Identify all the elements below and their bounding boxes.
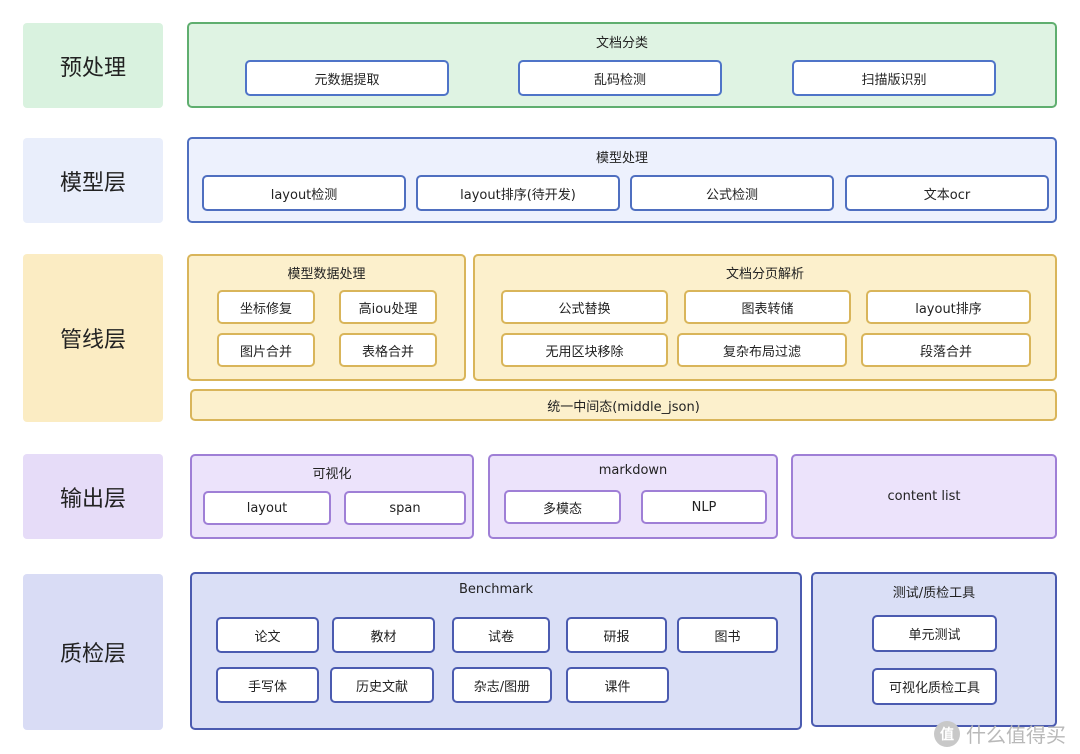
visualize-item: span (344, 491, 466, 525)
markdown-item: NLP (641, 490, 767, 524)
preprocess-item: 扫描版识别 (792, 60, 996, 96)
benchmark-item: 课件 (566, 667, 669, 703)
benchmark-item: 图书 (677, 617, 778, 653)
middle-json-bar: 统一中间态(middle_json) (190, 389, 1057, 421)
markdown-item: 多模态 (504, 490, 621, 524)
watermark-text: 什么值得买 (966, 723, 1066, 747)
tools-panel: 测试/质检工具 单元测试 可视化质检工具 (811, 572, 1057, 727)
model-data-item: 高iou处理 (339, 290, 437, 324)
benchmark-item: 手写体 (216, 667, 319, 703)
preprocess-item: 乱码检测 (518, 60, 722, 96)
watermark-logo-icon: 值 (934, 720, 960, 747)
benchmark-item: 研报 (566, 617, 667, 653)
page-parse-item: 复杂布局过滤 (677, 333, 847, 367)
markdown-title: markdown (598, 463, 668, 478)
layer-label-model: 模型层 (23, 138, 163, 223)
page-parse-item: 图表转储 (684, 290, 851, 324)
layer-label-output: 输出层 (23, 454, 163, 539)
tools-title: 测试/质检工具 (892, 586, 976, 601)
markdown-panel: markdown 多模态 NLP (488, 454, 778, 539)
preprocess-title: 文档分类 (595, 36, 648, 51)
visualize-item: layout (203, 491, 331, 525)
preprocess-panel: 文档分类 元数据提取 乱码检测 扫描版识别 (187, 22, 1057, 108)
layer-label-preprocess: 预处理 (23, 23, 163, 108)
benchmark-title: Benchmark (458, 582, 534, 597)
tools-item: 单元测试 (872, 615, 997, 652)
model-data-title: 模型数据处理 (287, 267, 366, 282)
page-parse-item: 无用区块移除 (501, 333, 668, 367)
model-title: 模型处理 (595, 151, 648, 166)
visualize-title: 可视化 (312, 467, 352, 482)
benchmark-item: 杂志/图册 (452, 667, 552, 703)
model-data-item: 表格合并 (339, 333, 437, 367)
benchmark-panel: Benchmark 论文 教材 试卷 研报 图书 手写体 历史文献 杂志/图册 … (190, 572, 802, 730)
tools-item: 可视化质检工具 (872, 668, 997, 705)
model-data-panel: 模型数据处理 坐标修复 高iou处理 图片合并 表格合并 (187, 254, 466, 381)
benchmark-item: 试卷 (452, 617, 550, 653)
page-parse-item: layout排序 (866, 290, 1031, 324)
model-data-item: 坐标修复 (217, 290, 315, 324)
model-item: 文本ocr (845, 175, 1049, 211)
model-item: layout排序(待开发) (416, 175, 620, 211)
layer-label-pipeline: 管线层 (23, 254, 163, 422)
model-panel: 模型处理 layout检测 layout排序(待开发) 公式检测 文本ocr (187, 137, 1057, 223)
benchmark-item: 教材 (332, 617, 435, 653)
page-parse-item: 公式替换 (501, 290, 668, 324)
preprocess-item: 元数据提取 (245, 60, 449, 96)
layer-label-qa: 质检层 (23, 574, 163, 730)
watermark: 值 什么值得买 (934, 719, 1066, 748)
page-parse-title: 文档分页解析 (725, 267, 804, 282)
content-list-panel: content list (791, 454, 1057, 539)
visualize-panel: 可视化 layout span (190, 454, 474, 539)
benchmark-item: 历史文献 (330, 667, 434, 703)
model-data-item: 图片合并 (217, 333, 315, 367)
model-item: 公式检测 (630, 175, 834, 211)
benchmark-item: 论文 (216, 617, 319, 653)
model-item: layout检测 (202, 175, 406, 211)
page-parse-item: 段落合并 (861, 333, 1031, 367)
page-parse-panel: 文档分页解析 公式替换 图表转储 layout排序 无用区块移除 复杂布局过滤 … (473, 254, 1057, 381)
